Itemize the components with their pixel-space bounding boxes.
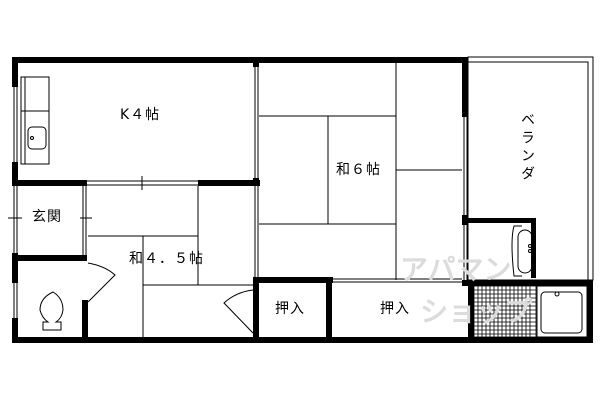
room-label-washitsu-6: 和６帖	[336, 162, 381, 178]
walls	[12, 57, 593, 343]
veranda-railing	[467, 56, 594, 281]
tatami-lines	[88, 63, 462, 337]
windows	[8, 67, 468, 318]
washbasin	[511, 225, 533, 277]
room-label-washitsu-4-5: 和４．５帖	[129, 251, 204, 267]
room-label-entrance: 玄関	[32, 209, 62, 225]
shower-floor	[473, 285, 537, 338]
room-label-closet-2: 押入	[380, 301, 410, 317]
room-label-kitchen: K４帖	[120, 107, 161, 123]
toilet	[39, 291, 64, 331]
doors	[87, 262, 254, 334]
kitchen-sink	[20, 76, 50, 165]
watermark-line1: アパマン	[400, 253, 512, 286]
room-label-veranda: ベランダ	[519, 112, 535, 184]
bathtub	[536, 285, 588, 338]
watermark-line2: ショップ	[420, 295, 533, 328]
room-label-closet-1: 押入	[275, 301, 305, 317]
